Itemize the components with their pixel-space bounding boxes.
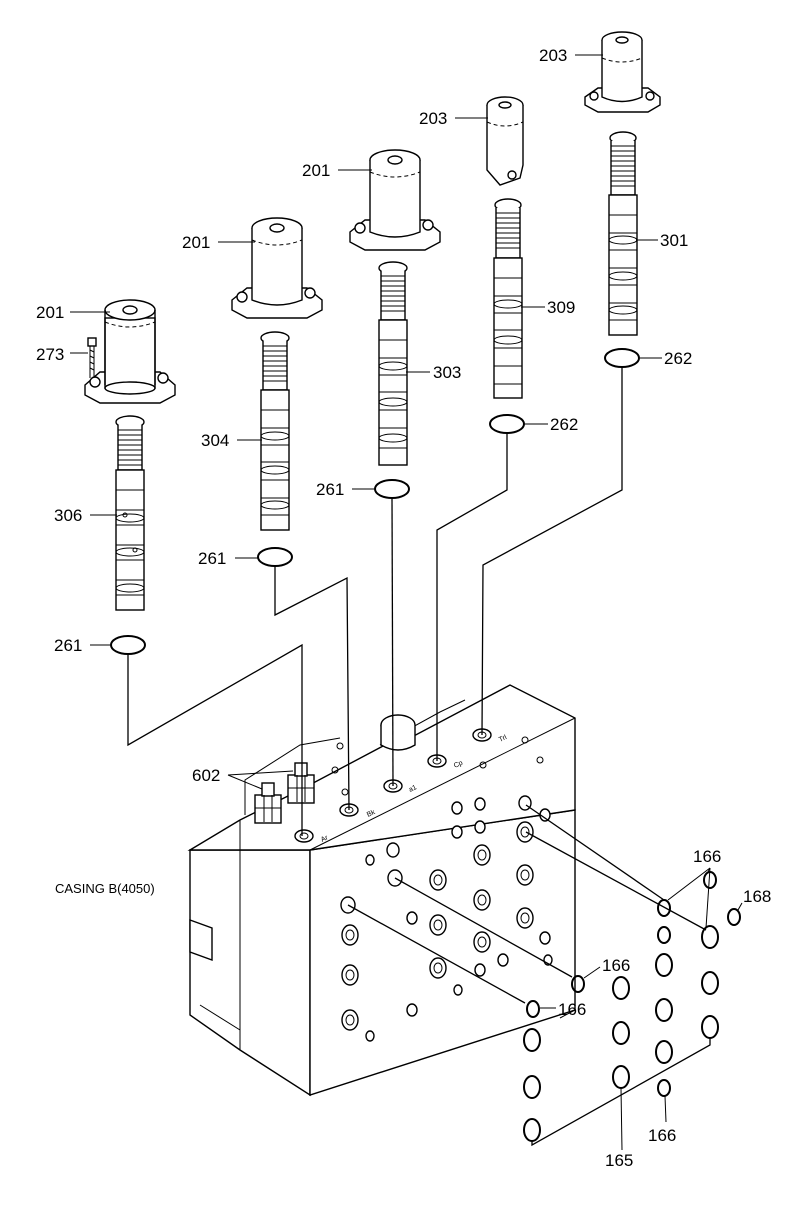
solenoid-201-mid-left — [231, 217, 323, 319]
bolt-273 — [87, 337, 97, 378]
callout-262: 262 — [550, 415, 578, 434]
o-ring-261-c — [374, 479, 410, 499]
o-ring-261-a — [110, 635, 146, 655]
callout-166: 166 — [693, 847, 721, 866]
solenoid-201-left — [84, 299, 176, 404]
port-mark-a1: a1 — [408, 784, 418, 794]
spool-303 — [378, 261, 408, 466]
side-o-rings — [347, 804, 741, 1147]
callout-261: 261 — [198, 549, 226, 568]
assembly-lines — [127, 367, 623, 836]
callout-labels: 201 273 306 261 201 304 261 201 303 261 … — [36, 46, 771, 1170]
front-face-holes — [340, 795, 553, 1042]
callout-203: 203 — [419, 109, 447, 128]
leader-lines — [70, 54, 743, 1151]
spool-304 — [260, 331, 290, 531]
port-mark-cp: Cp — [453, 760, 464, 770]
callout-201: 201 — [182, 233, 210, 252]
port-mark-bk: Bk — [366, 809, 377, 819]
callout-602: 602 — [192, 766, 220, 785]
casing-block: Ar Bk a1 Cp Trl — [187, 684, 576, 1097]
callout-304: 304 — [201, 431, 229, 450]
callout-166: 166 — [648, 1126, 676, 1145]
callout-201: 201 — [302, 161, 330, 180]
solenoid-203-right — [584, 31, 661, 113]
o-ring-262-a — [489, 414, 525, 434]
o-ring-261-b — [257, 547, 293, 567]
callout-166: 166 — [558, 1000, 586, 1019]
port-mark-trl: Trl — [498, 734, 509, 744]
callout-262: 262 — [664, 349, 692, 368]
callout-168: 168 — [743, 887, 771, 906]
fitting-602-b — [287, 762, 315, 804]
spool-309 — [493, 198, 523, 399]
solenoid-201-center — [349, 149, 441, 251]
spool-301 — [608, 131, 638, 336]
callout-303: 303 — [433, 363, 461, 382]
spool-306 — [115, 415, 145, 611]
callout-309: 309 — [547, 298, 575, 317]
callout-261: 261 — [316, 480, 344, 499]
callout-301: 301 — [660, 231, 688, 250]
callout-273: 273 — [36, 345, 64, 364]
solenoid-203-center-right — [486, 96, 524, 186]
fitting-602-a — [254, 782, 282, 824]
port-mark-ar: Ar — [320, 834, 330, 844]
callout-166: 166 — [602, 956, 630, 975]
callout-261: 261 — [54, 636, 82, 655]
callout-203: 203 — [539, 46, 567, 65]
casing-label: CASING B(4050) — [55, 881, 155, 896]
o-ring-262-b — [604, 348, 640, 368]
callout-201: 201 — [36, 303, 64, 322]
callout-306: 306 — [54, 506, 82, 525]
callout-165: 165 — [605, 1151, 633, 1170]
